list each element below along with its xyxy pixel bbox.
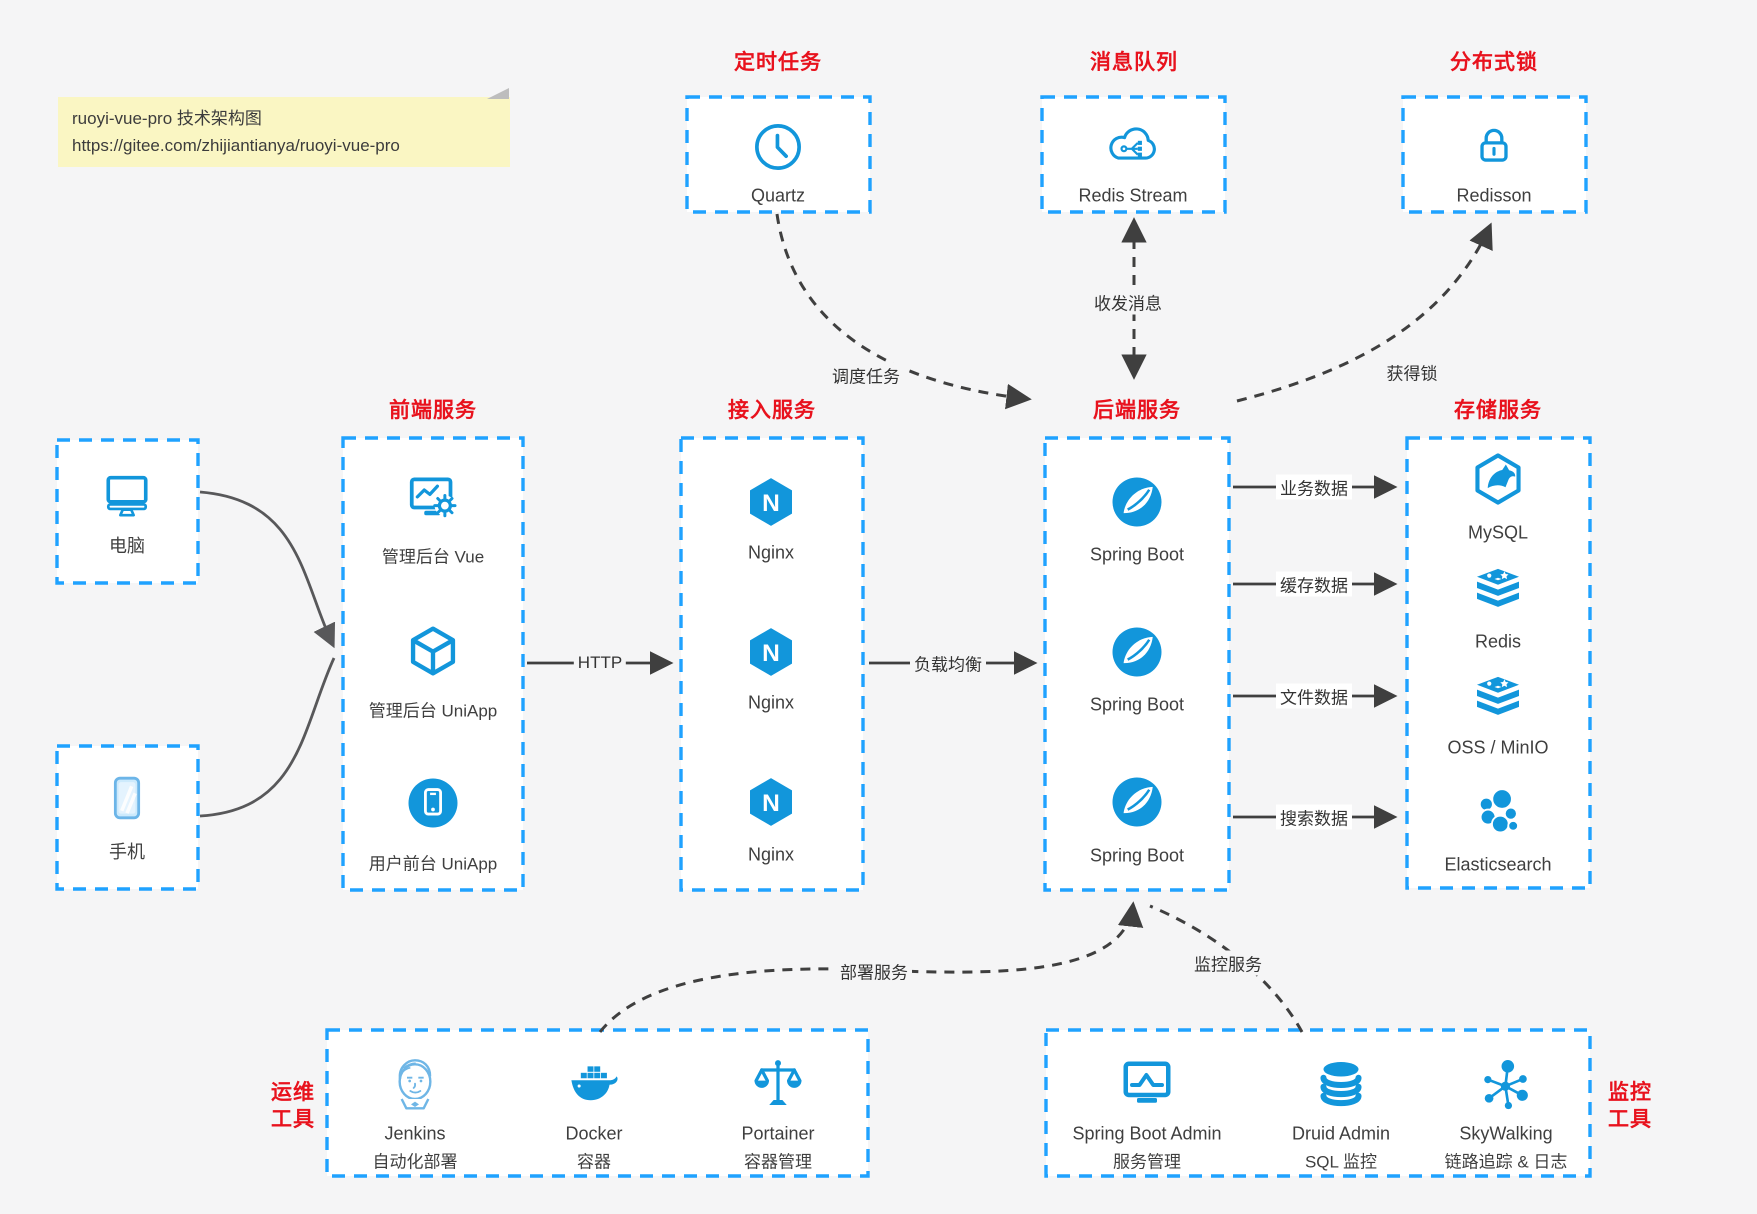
svg-text:N: N xyxy=(762,640,780,667)
spring-boot-admin-name: Spring Boot Admin xyxy=(1072,1123,1222,1144)
docker-desc: 容器 xyxy=(577,1152,611,1172)
group-title-backend: 后端服务 xyxy=(1093,399,1181,422)
svg-text:N: N xyxy=(762,790,780,817)
docker-icon xyxy=(571,1066,618,1101)
http-label: HTTP xyxy=(573,653,627,673)
spring-boot-label: Spring Boot xyxy=(1089,845,1185,866)
note-folded-corner xyxy=(487,88,509,99)
nginx-icon: N xyxy=(750,478,792,526)
nginx-label: Nginx xyxy=(747,844,795,865)
deploy-service-label: 部署服务 xyxy=(836,958,912,984)
cloud-message-icon xyxy=(1109,127,1156,160)
schedule-job-label: 调度任务 xyxy=(828,362,904,388)
admin-vue-icon xyxy=(409,477,457,518)
portainer-icon xyxy=(754,1060,802,1105)
elasticsearch-label: Elasticsearch xyxy=(1444,854,1552,875)
druid-icon xyxy=(1320,1062,1362,1107)
message-label: 收发消息 xyxy=(1090,289,1166,315)
group-title-frontend: 前端服务 xyxy=(389,399,477,422)
group-title-storage: 存储服务 xyxy=(1454,399,1542,422)
skywalking-desc: 链路追踪 & 日志 xyxy=(1444,1152,1568,1172)
monitor-service-arrow xyxy=(1149,904,1304,1033)
spring-boot-label: Spring Boot xyxy=(1089,544,1185,565)
admin-uniapp-label: 管理后台 UniApp xyxy=(368,701,498,721)
spring-boot-admin-desc: 服务管理 xyxy=(1113,1152,1181,1172)
spring-boot-admin-icon xyxy=(1123,1061,1171,1103)
group-title-monitor-tools: 监控 工具 xyxy=(1608,1081,1652,1131)
jenkins-desc: 自动化部署 xyxy=(372,1152,458,1172)
nginx-label: Nginx xyxy=(747,542,795,563)
business-data-label: 业务数据 xyxy=(1276,474,1352,500)
storage-services-box xyxy=(1405,436,1592,890)
quartz-label: Quartz xyxy=(750,185,806,206)
cache-data-label: 缓存数据 xyxy=(1276,571,1352,597)
group-title-gateway: 接入服务 xyxy=(728,399,816,422)
nginx-icon: N xyxy=(750,628,792,676)
jenkins-name: Jenkins xyxy=(384,1123,446,1144)
skywalking-name: SkyWalking xyxy=(1459,1123,1553,1144)
smartphone-icon xyxy=(113,776,141,820)
group-title-scheduled-tasks: 定时任务 xyxy=(734,51,822,74)
acquire-lock-label: 获得锁 xyxy=(1382,359,1442,385)
nginx-icon: N xyxy=(750,778,792,826)
sticky-note: ruoyi-vue-pro 技术架构图 https://gitee.com/zh… xyxy=(58,97,510,167)
acquire-lock-arrow xyxy=(1236,222,1493,403)
group-title-distributed-lock: 分布式锁 xyxy=(1450,51,1538,74)
group-title-message-queue: 消息队列 xyxy=(1090,51,1178,74)
druid-admin-name: Druid Admin xyxy=(1291,1123,1391,1144)
portainer-desc: 容器管理 xyxy=(744,1152,812,1172)
oss-minio-label: OSS / MinIO xyxy=(1447,737,1549,758)
load-balance-label: 负载均衡 xyxy=(910,650,986,676)
file-data-label: 文件数据 xyxy=(1276,683,1352,709)
user-app-icon xyxy=(408,778,458,828)
schedule-job-arrow xyxy=(775,213,1032,410)
group-title-ops-tools: 运维 工具 xyxy=(271,1081,315,1131)
spring-boot-icon xyxy=(1112,477,1162,527)
note-url: https://gitee.com/zhijiantianya/ruoyi-vu… xyxy=(72,136,400,155)
mysql-icon xyxy=(1475,453,1521,505)
druid-admin-desc: SQL 监控 xyxy=(1304,1152,1378,1172)
pc-to-frontend-arrow xyxy=(199,490,336,649)
pc-client-label: 电脑 xyxy=(109,536,145,556)
spring-boot-label: Spring Boot xyxy=(1089,694,1185,715)
docker-name: Docker xyxy=(565,1123,623,1144)
clock-icon xyxy=(755,124,801,170)
redis-icon xyxy=(1477,568,1519,607)
lock-icon xyxy=(1480,128,1508,162)
mobile-to-frontend-arrow xyxy=(199,657,336,818)
jenkins-icon xyxy=(398,1059,432,1110)
redisson-label: Redisson xyxy=(1456,185,1532,206)
admin-vue-label: 管理后台 Vue xyxy=(381,547,485,567)
redis-label: Redis xyxy=(1474,631,1522,652)
mobile-client-label: 手机 xyxy=(109,842,145,862)
monitor-tools-box xyxy=(1044,1028,1592,1178)
spring-boot-icon xyxy=(1112,627,1162,677)
desktop-computer-icon xyxy=(106,475,148,517)
redis-stream-label: Redis Stream xyxy=(1078,185,1188,206)
note-title: ruoyi-vue-pro 技术架构图 xyxy=(72,109,262,128)
nginx-label: Nginx xyxy=(747,692,795,713)
search-data-label: 搜索数据 xyxy=(1276,804,1352,830)
elasticsearch-icon xyxy=(1478,788,1519,834)
monitor-service-label: 监控服务 xyxy=(1190,950,1266,976)
object-storage-icon xyxy=(1477,676,1519,715)
skywalking-icon xyxy=(1484,1059,1528,1110)
mysql-label: MySQL xyxy=(1467,522,1529,543)
user-uniapp-label: 用户前台 UniApp xyxy=(368,854,498,874)
uniapp-cube-icon xyxy=(410,626,456,676)
svg-text:N: N xyxy=(762,490,780,517)
portainer-name: Portainer xyxy=(741,1123,815,1144)
spring-boot-icon xyxy=(1112,777,1162,827)
